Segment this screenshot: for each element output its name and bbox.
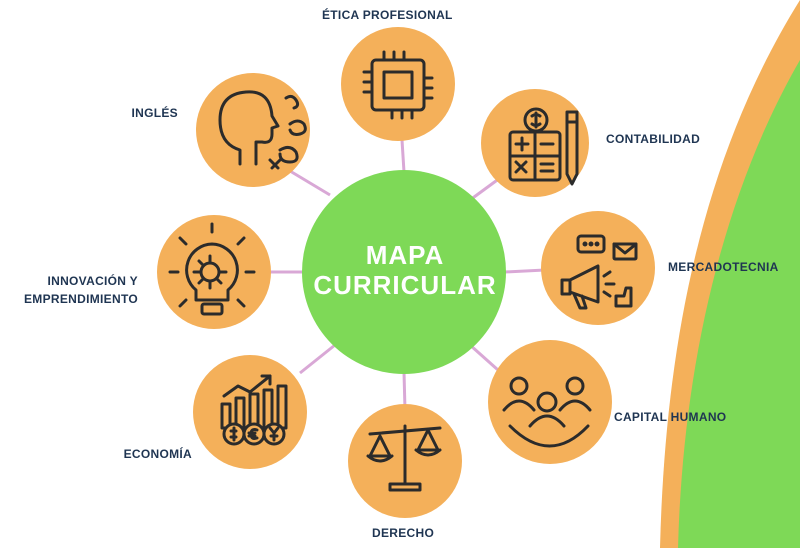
center-circle (302, 170, 506, 374)
connector-ingles (284, 166, 331, 197)
corner-green-arc (678, 60, 800, 548)
label-derecho: DERECHO (372, 526, 435, 540)
lightbulb-gear-icon (168, 222, 256, 316)
connectors (270, 139, 546, 411)
node-ingles-circle (196, 73, 310, 187)
coins-chart-icon (220, 374, 288, 446)
connector-derecho (402, 371, 407, 411)
label-capital-humano: CAPITAL HUMANO (614, 410, 727, 424)
node-etica-circle (341, 27, 455, 141)
center-title-line1: MAPA (365, 240, 445, 270)
center-title-line2: CURRICULAR (313, 270, 497, 300)
scales-icon (366, 424, 442, 492)
connector-mercadotecnia (504, 268, 546, 274)
label-ingles: INGLÉS (131, 106, 178, 120)
connector-etica (400, 139, 406, 173)
megaphone-icon (560, 234, 638, 310)
connector-economia (299, 343, 336, 375)
label-innovacion-line1: INNOVACIÓN Y (47, 274, 138, 288)
label-etica: ÉTICA PROFESIONAL (322, 8, 453, 22)
people-group-icon (502, 376, 592, 448)
head-speaking-icon (218, 90, 307, 170)
label-innovacion: INNOVACIÓN Y EMPRENDIMIENTO (10, 272, 138, 308)
center-title: MAPA CURRICULAR (305, 240, 505, 300)
label-contabilidad: CONTABILIDAD (606, 132, 701, 146)
connector-contabilidad (469, 176, 501, 202)
label-innovacion-line2: EMPRENDIMIENTO (24, 292, 138, 306)
calculator-pencil-icon (508, 107, 579, 186)
connector-capital-humano (469, 343, 499, 372)
label-economia: ECONOMÍA (123, 447, 192, 461)
label-mercadotecnia: MERCADOTECNIA (668, 260, 779, 274)
hands-teamwork-icon (362, 50, 434, 120)
